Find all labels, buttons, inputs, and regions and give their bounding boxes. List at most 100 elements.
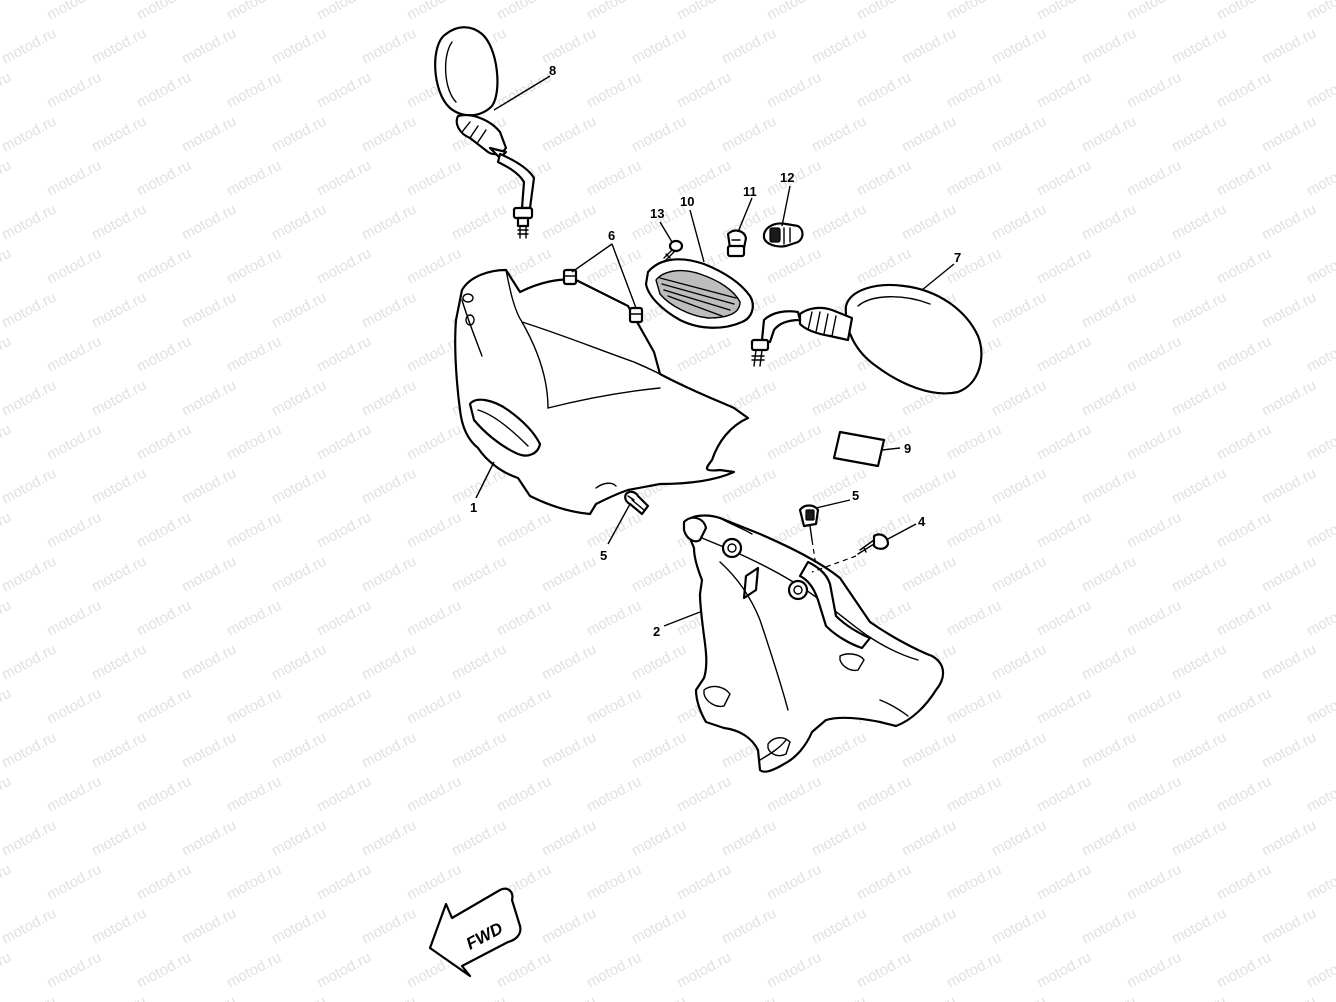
watermark-text: motod.ru	[989, 465, 1049, 508]
watermark-text: motod.ru	[179, 289, 239, 332]
mirror-left-icon[interactable]	[434, 26, 536, 239]
watermark-text: motod.ru	[1034, 69, 1094, 112]
watermark-text: motod.ru	[899, 553, 959, 596]
watermark-text: motod.ru	[719, 817, 779, 860]
watermark-text: motod.ru	[134, 245, 194, 288]
watermark-text: motod.ru	[359, 201, 419, 244]
watermark-text: motod.ru	[1124, 245, 1184, 288]
watermark-text: motod.ru	[44, 69, 104, 112]
watermark-text: motod.ru	[314, 861, 374, 904]
screw-icon[interactable]	[624, 490, 650, 516]
watermark-text: motod.ru	[314, 333, 374, 376]
watermark-text: motod.ru	[944, 597, 1004, 640]
turn-signal-lens-icon[interactable]	[644, 258, 754, 329]
watermark-text: motod.ru	[134, 69, 194, 112]
watermark-text: motod.ru	[404, 773, 464, 816]
socket-icon[interactable]	[762, 222, 804, 248]
bulb-icon[interactable]	[726, 229, 748, 258]
watermark-text: motod.ru	[44, 597, 104, 640]
watermark-text: motod.ru	[0, 377, 59, 420]
watermark-text: motod.ru	[1079, 729, 1139, 772]
callout-6: 6	[608, 228, 615, 243]
callout-11: 11	[743, 184, 757, 199]
watermark-text: motod.ru	[1304, 509, 1336, 552]
watermark-text: motod.ru	[1079, 905, 1139, 948]
bolt-icon[interactable]	[857, 533, 890, 555]
watermark-text: motod.ru	[1259, 641, 1319, 684]
callout-2: 2	[653, 624, 660, 639]
watermark-text: motod.ru	[224, 69, 284, 112]
watermark-text: motod.ru	[1079, 289, 1139, 332]
watermark-text: motod.ru	[1034, 245, 1094, 288]
watermark-text: motod.ru	[539, 993, 599, 1002]
watermark-text: motod.ru	[1034, 597, 1094, 640]
inner-panel-icon[interactable]	[682, 514, 945, 773]
watermark-text: motod.ru	[89, 113, 149, 156]
callout-7: 7	[954, 250, 961, 265]
watermark-text: motod.ru	[944, 157, 1004, 200]
nut-icon[interactable]	[562, 268, 644, 324]
watermark-text: motod.ru	[359, 289, 419, 332]
watermark-text: motod.ru	[899, 201, 959, 244]
mirror-right-icon[interactable]	[750, 283, 983, 395]
watermark-text: motod.ru	[1169, 25, 1229, 68]
watermark-text: motod.ru	[1304, 333, 1336, 376]
watermark-text: motod.ru	[179, 817, 239, 860]
watermark-text: motod.ru	[494, 509, 554, 552]
watermark-text: motod.ru	[1079, 113, 1139, 156]
watermark-text: motod.ru	[0, 0, 14, 24]
watermark-text: motod.ru	[89, 377, 149, 420]
watermark-text: motod.ru	[1304, 597, 1336, 640]
watermark-text: motod.ru	[314, 0, 374, 24]
lens-screw-icon[interactable]	[663, 239, 684, 261]
label-plate-icon[interactable]	[832, 430, 886, 468]
watermark-text: motod.ru	[584, 685, 644, 728]
watermark-text: motod.ru	[0, 245, 14, 288]
watermark-text: motod.ru	[1304, 685, 1336, 728]
watermark-text: motod.ru	[269, 993, 329, 1002]
watermark-text: motod.ru	[899, 817, 959, 860]
watermark-text: motod.ru	[134, 685, 194, 728]
watermark-text: motod.ru	[314, 421, 374, 464]
watermark-text: motod.ru	[179, 641, 239, 684]
watermark-text: motod.ru	[134, 949, 194, 992]
watermark-text: motod.ru	[854, 949, 914, 992]
watermark-text: motod.ru	[0, 949, 14, 992]
watermark-text: motod.ru	[1079, 993, 1139, 1002]
watermark-text: motod.ru	[89, 465, 149, 508]
watermark-text: motod.ru	[179, 905, 239, 948]
watermark-text: motod.ru	[494, 949, 554, 992]
watermark-text: motod.ru	[494, 685, 554, 728]
watermark-text: motod.ru	[1079, 201, 1139, 244]
watermark-text: motod.ru	[404, 509, 464, 552]
watermark-text: motod.ru	[539, 729, 599, 772]
watermark-text: motod.ru	[1214, 421, 1274, 464]
watermark-text: motod.ru	[44, 157, 104, 200]
watermark-text: motod.ru	[1259, 817, 1319, 860]
watermark-text: motod.ru	[539, 201, 599, 244]
watermark-text: motod.ru	[809, 905, 869, 948]
alignment-line	[811, 555, 857, 573]
watermark-text: motod.ru	[1304, 69, 1336, 112]
watermark-text: motod.ru	[764, 245, 824, 288]
watermark-text: motod.ru	[134, 157, 194, 200]
watermark-text: motod.ru	[629, 905, 689, 948]
watermark-text: motod.ru	[1124, 0, 1184, 24]
watermark-text: motod.ru	[269, 377, 329, 420]
watermark-text: motod.ru	[674, 773, 734, 816]
watermark-text: motod.ru	[359, 113, 419, 156]
watermark-text: motod.ru	[359, 993, 419, 1002]
watermark-text: motod.ru	[1259, 993, 1319, 1002]
watermark-text: motod.ru	[1124, 333, 1184, 376]
watermark-text: motod.ru	[359, 641, 419, 684]
watermark-text: motod.ru	[1169, 465, 1229, 508]
watermark-text: motod.ru	[1214, 685, 1274, 728]
watermark-text: motod.ru	[1124, 157, 1184, 200]
watermark-text: motod.ru	[1259, 201, 1319, 244]
watermark-text: motod.ru	[0, 509, 14, 552]
watermark-text: motod.ru	[224, 861, 284, 904]
screw-icon[interactable]	[798, 504, 820, 541]
watermark-text: motod.ru	[989, 729, 1049, 772]
watermark-text: motod.ru	[1124, 861, 1184, 904]
watermark-text: motod.ru	[0, 113, 59, 156]
